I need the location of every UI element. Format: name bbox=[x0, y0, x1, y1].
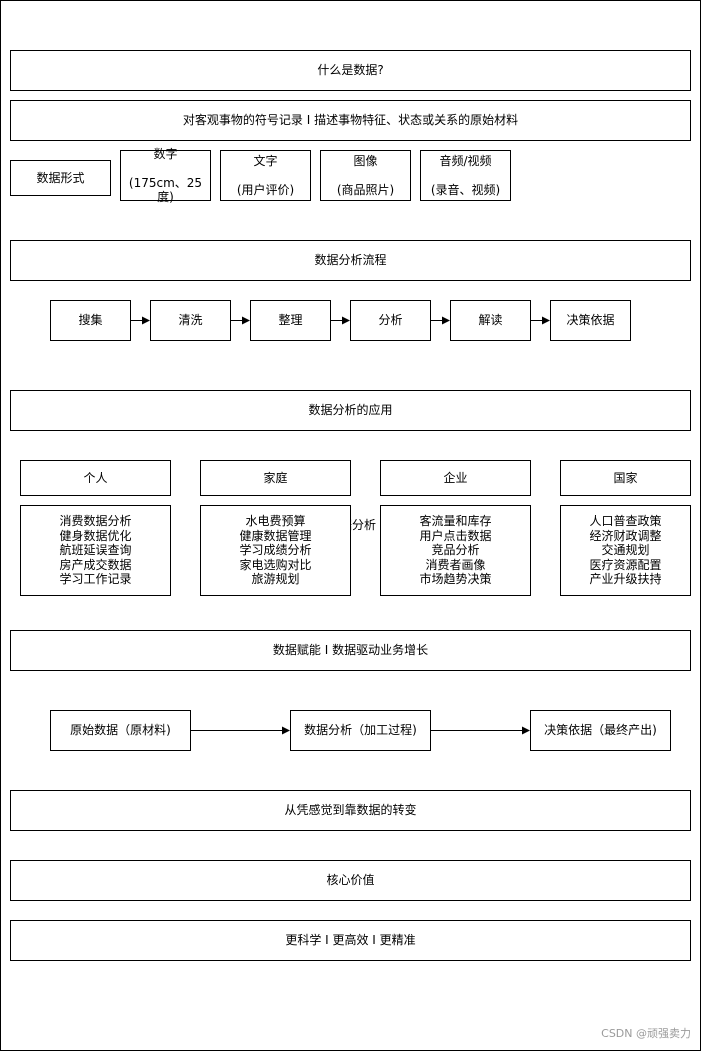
form-av-title: 音频/视频 bbox=[439, 153, 492, 168]
app-enterprise-header: 企业 bbox=[380, 460, 531, 496]
values-box: 更科学 I 更高效 I 更精准 bbox=[10, 920, 691, 961]
form-number-box: 数字 (175cm、25度) bbox=[120, 146, 211, 204]
applications-title-box: 数据分析的应用 bbox=[10, 390, 691, 431]
empowerment-box: 数据赋能 I 数据驱动业务增长 bbox=[10, 630, 691, 671]
app-nation-name: 国家 bbox=[613, 470, 638, 485]
step-interpret-box: 解读 bbox=[450, 300, 531, 341]
app-personal-items: 消费数据分析 健身数据优化 航班延误查询 房产成交数据 学习工作记录 bbox=[59, 514, 132, 587]
what-is-data-box: 什么是数据? bbox=[10, 50, 691, 91]
form-number-title: 数字 bbox=[153, 146, 178, 161]
app-family-list: 水电费预算 健康数据管理 学习成绩分析 家电选购对比 旅游规划 bbox=[200, 505, 351, 596]
data-forms-box: 数据形式 bbox=[10, 160, 111, 196]
step-collect-label: 搜集 bbox=[78, 313, 103, 327]
shift-label: 从凭感觉到靠数据的转变 bbox=[284, 803, 417, 817]
step-decision-box: 决策依据 bbox=[550, 300, 631, 341]
core-value-box: 核心价值 bbox=[10, 860, 691, 901]
applications-title: 数据分析的应用 bbox=[308, 403, 393, 417]
step-analyze-box: 分析 bbox=[350, 300, 431, 341]
app-enterprise-name: 企业 bbox=[443, 470, 468, 485]
app-nation-items: 人口普查政策 经济财政调整 交通规划 医疗资源配置 产业升级扶持 bbox=[589, 514, 662, 587]
step-collect-box: 搜集 bbox=[50, 300, 131, 341]
form-image-box: 图像 (商品照片) bbox=[320, 150, 411, 201]
app-family-items: 水电费预算 健康数据管理 学习成绩分析 家电选购对比 旅游规划 bbox=[239, 514, 312, 587]
form-image-example: (商品照片) bbox=[336, 182, 395, 197]
definition-box: 对客观事物的符号记录 I 描述事物特征、状态或关系的原始材料 bbox=[10, 100, 691, 141]
step-clean-box: 清洗 bbox=[150, 300, 231, 341]
app-personal-header: 个人 bbox=[20, 460, 171, 496]
core-value-label: 核心价值 bbox=[326, 873, 375, 887]
step-analyze-label: 分析 bbox=[378, 313, 403, 327]
form-text-example: (用户评价) bbox=[236, 182, 295, 197]
step-decision-label: 决策依据 bbox=[566, 313, 615, 327]
step-interpret-label: 解读 bbox=[478, 313, 503, 327]
form-number-example: (175cm、25度) bbox=[128, 175, 203, 205]
raw-data-label: 原始数据（原材料) bbox=[70, 723, 171, 737]
process-title: 数据分析流程 bbox=[314, 253, 387, 267]
analysis-label: 数据分析（加工过程) bbox=[304, 723, 417, 737]
raw-data-box: 原始数据（原材料) bbox=[50, 710, 191, 751]
decision-basis-label: 决策依据（最终产出) bbox=[544, 723, 657, 737]
app-nation-list: 人口普查政策 经济财政调整 交通规划 医疗资源配置 产业升级扶持 bbox=[560, 505, 691, 596]
step-organize-label: 整理 bbox=[278, 313, 303, 327]
data-forms-label: 数据形式 bbox=[36, 170, 85, 185]
app-nation-header: 国家 bbox=[560, 460, 691, 496]
values-label: 更科学 I 更高效 I 更精准 bbox=[285, 933, 416, 947]
form-av-box: 音频/视频 (录音、视频) bbox=[420, 150, 511, 201]
app-personal-list: 消费数据分析 健身数据优化 航班延误查询 房产成交数据 学习工作记录 bbox=[20, 505, 171, 596]
app-enterprise-list: 客流量和库存 用户点击数据 竞品分析 消费者画像 市场趋势决策 bbox=[380, 505, 531, 596]
decision-basis-box: 决策依据（最终产出) bbox=[530, 710, 671, 751]
step-clean-label: 清洗 bbox=[178, 313, 203, 327]
app-family-name: 家庭 bbox=[263, 470, 288, 485]
process-title-box: 数据分析流程 bbox=[10, 240, 691, 281]
form-text-box: 文字 (用户评价) bbox=[220, 150, 311, 201]
definition-label: 对客观事物的符号记录 I 描述事物特征、状态或关系的原始材料 bbox=[182, 113, 519, 127]
step-organize-box: 整理 bbox=[250, 300, 331, 341]
app-family-header: 家庭 bbox=[200, 460, 351, 496]
empowerment-label: 数据赋能 I 数据驱动业务增长 bbox=[272, 643, 429, 657]
watermark: CSDN @顽强卖力 bbox=[601, 1027, 691, 1040]
shift-box: 从凭感觉到靠数据的转变 bbox=[10, 790, 691, 831]
form-av-example: (录音、视频) bbox=[430, 182, 501, 197]
analysis-box: 数据分析（加工过程) bbox=[290, 710, 431, 751]
form-text-title: 文字 bbox=[253, 153, 278, 168]
form-image-title: 图像 bbox=[353, 153, 378, 168]
app-personal-name: 个人 bbox=[83, 470, 108, 485]
what-is-data-label: 什么是数据? bbox=[317, 63, 384, 77]
app-enterprise-items: 客流量和库存 用户点击数据 竞品分析 消费者画像 市场趋势决策 bbox=[419, 514, 492, 587]
